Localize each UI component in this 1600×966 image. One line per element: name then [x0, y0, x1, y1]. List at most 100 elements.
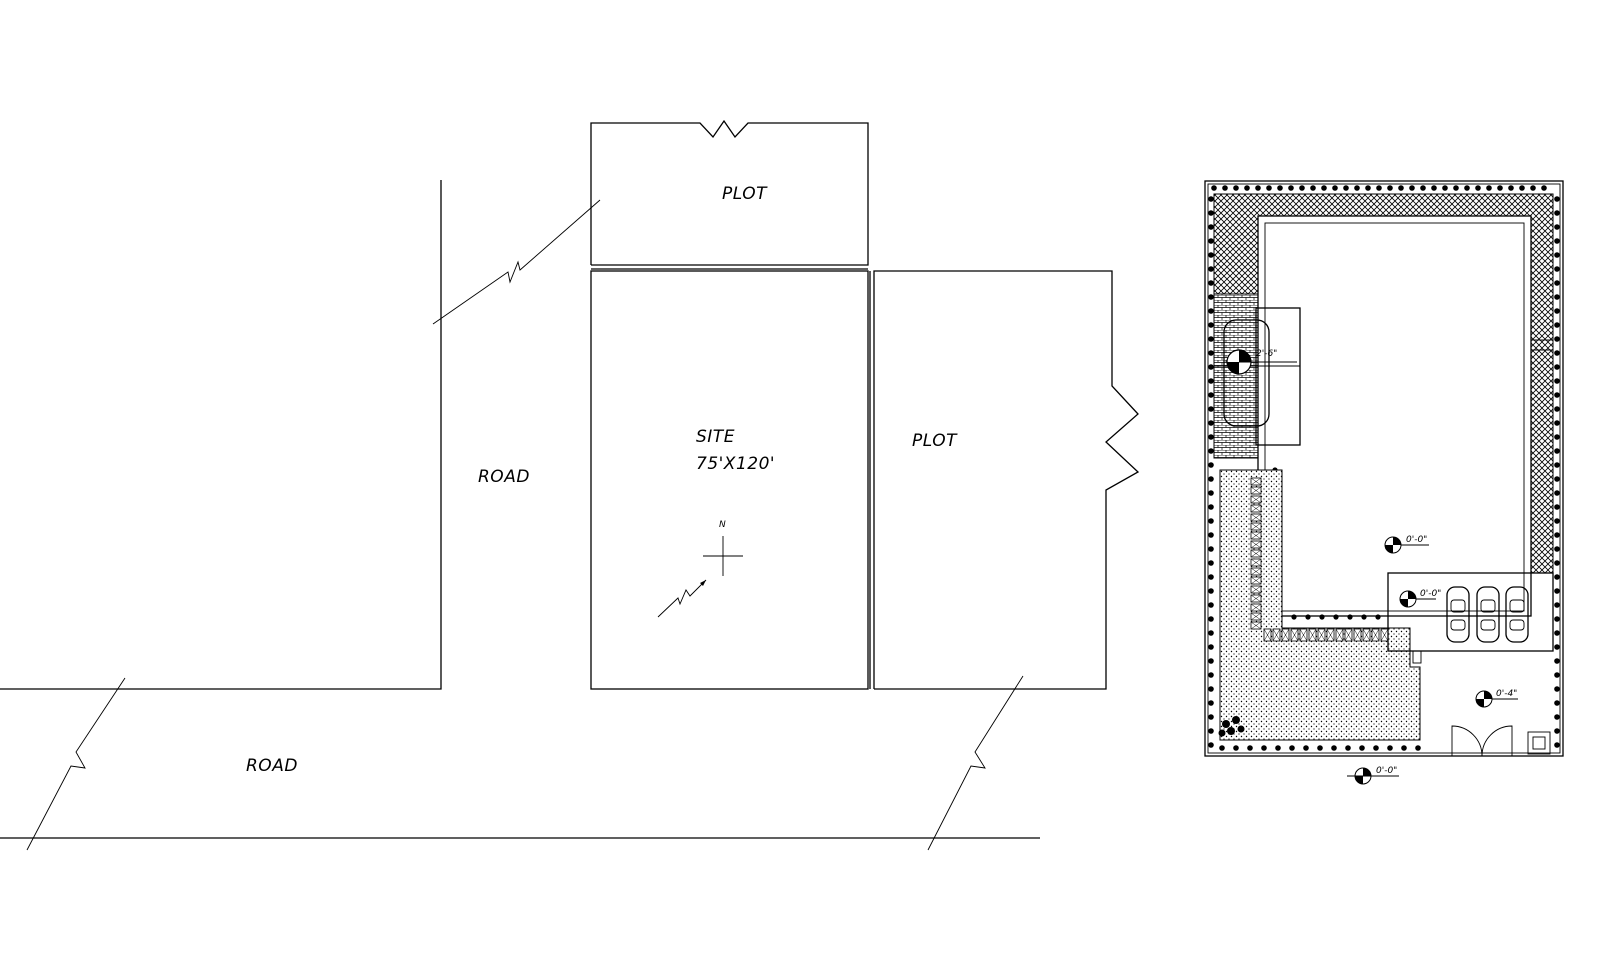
tree-symbol [1208, 266, 1214, 272]
tree-symbol [1415, 745, 1421, 751]
level-label-top: 2'-6" [1256, 349, 1277, 359]
planter-cross [1250, 522, 1262, 531]
north-label: N [719, 520, 726, 530]
tree-symbol [1244, 185, 1250, 191]
tree-symbol [1299, 185, 1305, 191]
tree-symbol [1554, 700, 1560, 706]
tree-symbol [1208, 546, 1214, 552]
planter-cross [1281, 628, 1290, 642]
tree-symbol [1303, 745, 1309, 751]
tree-symbol [1208, 476, 1214, 482]
tree-symbol [1554, 532, 1560, 538]
tree-symbol [1208, 378, 1214, 384]
planter-cross [1263, 628, 1272, 642]
tree-symbol [1208, 294, 1214, 300]
tree-symbol [1233, 745, 1239, 751]
road-boundary-line [0, 180, 442, 690]
tree-row-inner [1272, 467, 1381, 620]
tree-symbol [1208, 392, 1214, 398]
tree-symbol [1208, 588, 1214, 594]
tree-row-right [1554, 196, 1560, 748]
tree-symbol [1554, 728, 1560, 734]
tree-symbol [1554, 406, 1560, 412]
tree-symbol [1554, 616, 1560, 622]
tree-symbol [1347, 614, 1353, 620]
tree-symbol [1554, 196, 1560, 202]
tree-symbol [1375, 614, 1381, 620]
tree-symbol [1289, 745, 1295, 751]
tree-symbol [1354, 185, 1360, 191]
tree-row-top [1211, 185, 1547, 191]
planter-cross [1353, 628, 1362, 642]
tree-symbol [1333, 614, 1339, 620]
detail-site-plan: 2'-6" 0'-0" 0'-0" 0'-4" 0'-0" [1204, 180, 1564, 785]
tree-symbol [1554, 378, 1560, 384]
planter-cross [1317, 628, 1326, 642]
tree-symbol [1208, 728, 1214, 734]
tree-symbol [1208, 350, 1214, 356]
porch-box [1255, 307, 1301, 446]
tree-symbol [1554, 238, 1560, 244]
tree-symbol [1208, 602, 1214, 608]
tree-symbol [1365, 185, 1371, 191]
tree-symbol [1208, 532, 1214, 538]
tree-symbol [1275, 745, 1281, 751]
level-label-parking: 0'-0" [1420, 589, 1441, 599]
tree-symbol [1208, 322, 1214, 328]
road-side-label: ROAD [478, 467, 530, 487]
tree-symbol [1288, 185, 1294, 191]
tree-symbol [1387, 745, 1393, 751]
tree-symbol [1266, 185, 1272, 191]
planter-cross [1250, 504, 1262, 513]
tree-symbol [1554, 672, 1560, 678]
tree-symbol [1208, 686, 1214, 692]
level-label-entrance: 0'-4" [1496, 689, 1517, 699]
level-marker-entrance [1475, 690, 1518, 708]
tree-symbol [1208, 700, 1214, 706]
tree-symbol [1208, 434, 1214, 440]
tree-symbol [1554, 742, 1560, 748]
tree-row-bottom [1219, 745, 1421, 751]
north-arrow [657, 536, 743, 618]
site-boundary [590, 270, 869, 690]
tree-symbol [1442, 185, 1448, 191]
planter-cross [1250, 477, 1262, 486]
plot-right-boundary [873, 270, 1140, 690]
planter-cross [1326, 628, 1335, 642]
tree-symbol [1554, 658, 1560, 664]
tree-symbol [1554, 644, 1560, 650]
tree-symbol [1208, 238, 1214, 244]
tree-cluster [1218, 716, 1245, 737]
planter-cross [1308, 628, 1317, 642]
road-bottom-label: ROAD [246, 756, 298, 776]
tree-symbol [1554, 504, 1560, 510]
tree-symbol [1211, 185, 1217, 191]
parking-area [1387, 572, 1554, 652]
plot-top-label: PLOT [722, 184, 768, 204]
car-3 [1505, 586, 1529, 643]
dotted-lawn [1219, 469, 1421, 741]
tree-symbol [1554, 588, 1560, 594]
building-outline [1257, 215, 1532, 617]
tree-symbol [1554, 294, 1560, 300]
tree-symbol [1554, 308, 1560, 314]
planter-cross [1250, 621, 1262, 630]
tree-symbol [1554, 392, 1560, 398]
site-dimensions: 75'X120' [696, 454, 775, 474]
tree-symbol [1219, 745, 1225, 751]
planter-cross [1344, 628, 1353, 642]
tree-symbol [1554, 224, 1560, 230]
tree-symbol [1208, 308, 1214, 314]
tree-symbol [1373, 745, 1379, 751]
porch-pool [1223, 319, 1270, 427]
planter-cross [1250, 486, 1262, 495]
tree-symbol [1554, 686, 1560, 692]
tree-symbol [1208, 336, 1214, 342]
tree-symbol [1398, 185, 1404, 191]
tree-symbol [1208, 560, 1214, 566]
tree-symbol [1554, 280, 1560, 286]
tree-symbol [1519, 185, 1525, 191]
level-marker-parking [1399, 590, 1436, 608]
tree-symbol [1359, 745, 1365, 751]
tree-symbol [1554, 476, 1560, 482]
